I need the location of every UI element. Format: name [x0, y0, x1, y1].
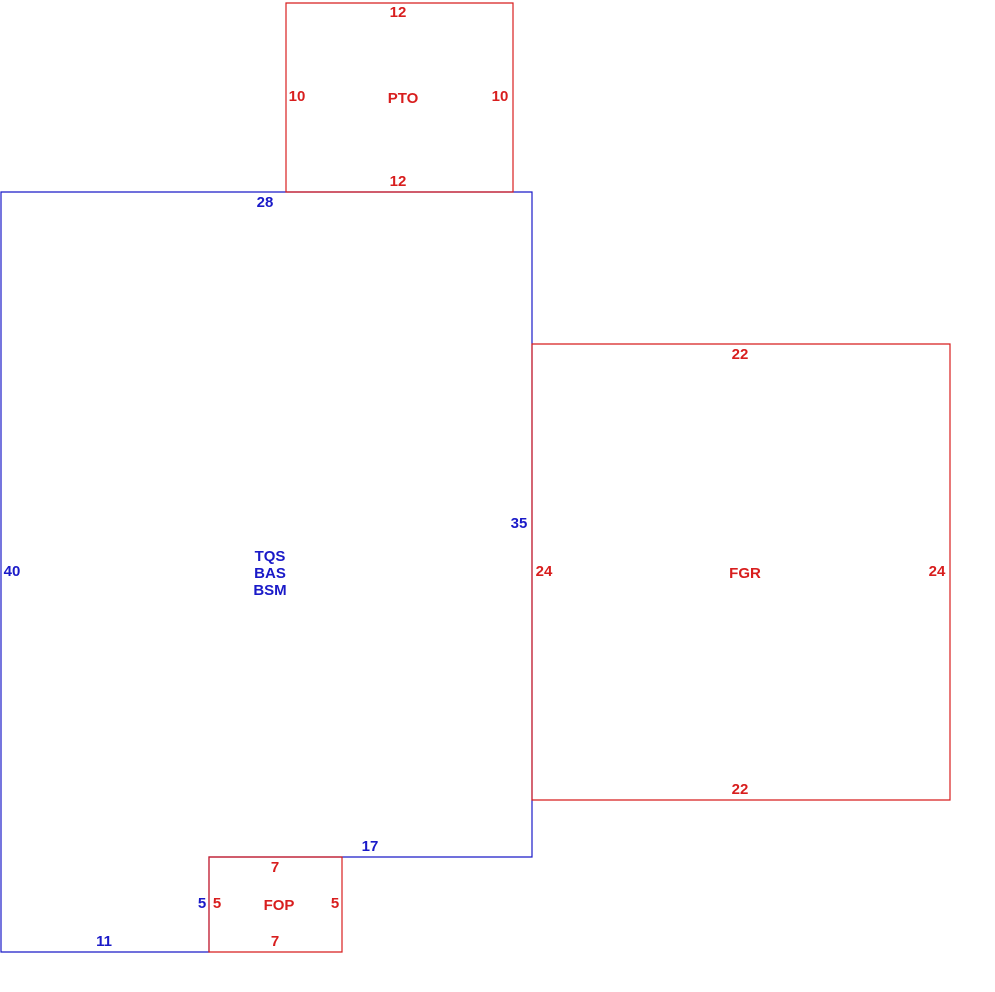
main-dim-bottom-step: 17 [362, 838, 379, 855]
fgr-outline [531, 343, 951, 801]
pto-dim-left: 10 [289, 88, 306, 105]
main-dim-top: 28 [257, 194, 274, 211]
fop-area-code: FOP [264, 897, 295, 914]
fgr-dim-right: 24 [929, 563, 946, 580]
pto-dim-top: 12 [390, 4, 407, 21]
pto-outline [285, 2, 514, 193]
fop-outline [208, 856, 343, 953]
main-area-code-3: BSM [253, 582, 286, 599]
fop-dim-left: 5 [213, 895, 221, 912]
main-dim-notch-side: 5 [198, 895, 206, 912]
main-dim-right: 35 [511, 515, 528, 532]
main-area-code-2: BAS [254, 565, 286, 582]
main-dim-bottom-left: 11 [96, 933, 112, 950]
pto-area-code: PTO [388, 90, 419, 107]
fgr-dim-left: 24 [536, 563, 553, 580]
fop-dim-bottom: 7 [271, 933, 279, 950]
fgr-area-code: FGR [729, 565, 761, 582]
main-area-code-1: TQS [255, 548, 286, 565]
pto-dim-bottom: 12 [390, 173, 407, 190]
fgr-dim-bottom: 22 [732, 781, 749, 798]
fop-dim-top: 7 [271, 859, 279, 876]
fop-dim-right: 5 [331, 895, 339, 912]
fgr-dim-top: 22 [732, 346, 749, 363]
main-dim-left: 40 [4, 563, 21, 580]
pto-dim-right: 10 [492, 88, 509, 105]
